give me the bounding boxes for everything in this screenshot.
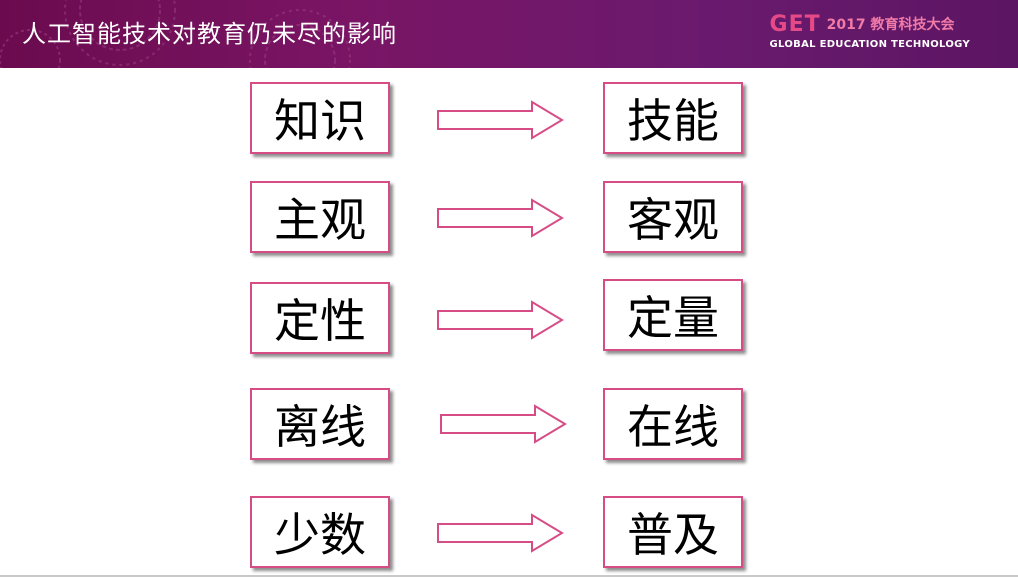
right-arrow-icon xyxy=(437,198,564,238)
bottom-divider xyxy=(0,575,1018,577)
logo-english-name: GLOBAL EDUCATION TECHNOLOGY xyxy=(769,39,970,50)
page-title: 人工智能技术对教育仍未尽的影响 xyxy=(22,20,397,48)
logo-mark: GET xyxy=(769,12,821,37)
to-box-5: 普及 xyxy=(603,496,743,568)
right-arrow-icon xyxy=(437,513,564,553)
to-box-2: 客观 xyxy=(603,181,743,253)
from-box-3: 定性 xyxy=(250,282,390,354)
header-swirl-pattern xyxy=(0,0,351,68)
to-box-1: 技能 xyxy=(603,82,743,154)
from-box-1: 知识 xyxy=(250,82,390,154)
get-logo: GET 2017 教育科技大会 GLOBAL EDUCATION TECHNOL… xyxy=(769,12,970,51)
to-box-3: 定量 xyxy=(603,279,743,351)
from-box-4: 离线 xyxy=(250,388,390,460)
right-arrow-icon xyxy=(437,300,564,340)
right-arrow-icon xyxy=(440,404,567,444)
to-box-4: 在线 xyxy=(603,388,743,460)
logo-chinese-name: 2017 教育科技大会 xyxy=(826,17,955,33)
from-box-2: 主观 xyxy=(250,181,390,253)
right-arrow-icon xyxy=(437,100,564,140)
from-box-5: 少数 xyxy=(250,496,390,568)
slide-header: 人工智能技术对教育仍未尽的影响 GET 2017 教育科技大会 GLOBAL E… xyxy=(0,0,1018,68)
